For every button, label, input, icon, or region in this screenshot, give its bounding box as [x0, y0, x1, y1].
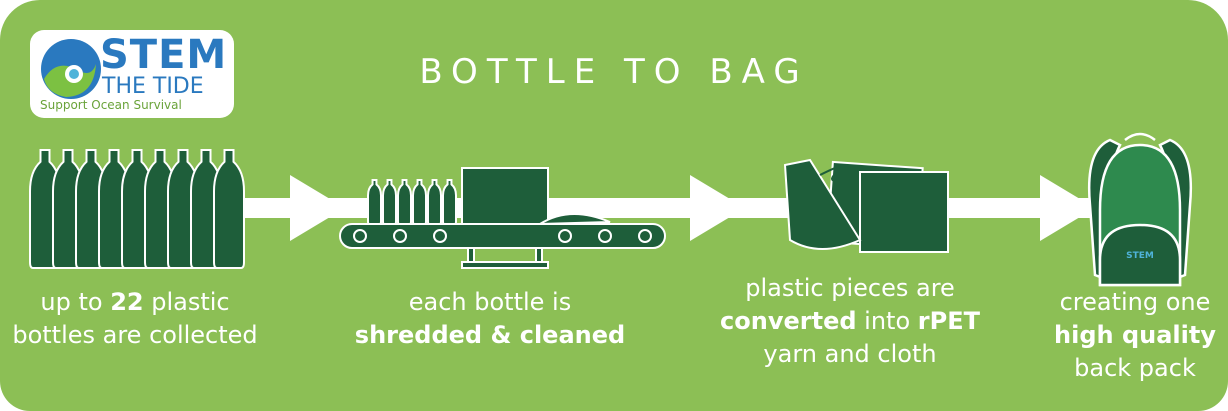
arrow-head-1	[290, 175, 345, 241]
logo-stem: STEM	[100, 32, 228, 78]
bottle-icon	[382, 179, 397, 225]
bottle-icon	[412, 179, 427, 225]
bottle-icon	[427, 179, 442, 225]
shredder-conveyor-icon	[339, 167, 666, 269]
roller	[393, 229, 407, 243]
roller	[638, 229, 652, 243]
backpack-logo: STEM	[1126, 251, 1154, 261]
arrow-head-3	[1040, 175, 1095, 241]
plastic-bottles-icon	[29, 149, 245, 269]
backpack-icon: STEM	[1088, 132, 1192, 287]
wave-logo-icon	[41, 39, 101, 99]
bottle-icon	[442, 179, 457, 225]
logo-the-tide: THE TIDE	[102, 74, 204, 99]
roller	[433, 229, 447, 243]
page-title: BOTTLE TO BAG	[419, 52, 809, 92]
bottle-icon	[213, 149, 245, 269]
bottle-icon	[397, 179, 412, 225]
roller	[353, 229, 367, 243]
yarn-and-cloth-icon	[783, 158, 949, 253]
arrow-head-2	[690, 175, 745, 241]
logo-tagline: Support Ocean Survival	[40, 98, 182, 112]
roller	[558, 229, 572, 243]
roller	[598, 229, 612, 243]
bottle-icon	[367, 179, 382, 225]
stem-the-tide-logo: STEM THE TIDE Support Ocean Survival	[30, 30, 234, 118]
